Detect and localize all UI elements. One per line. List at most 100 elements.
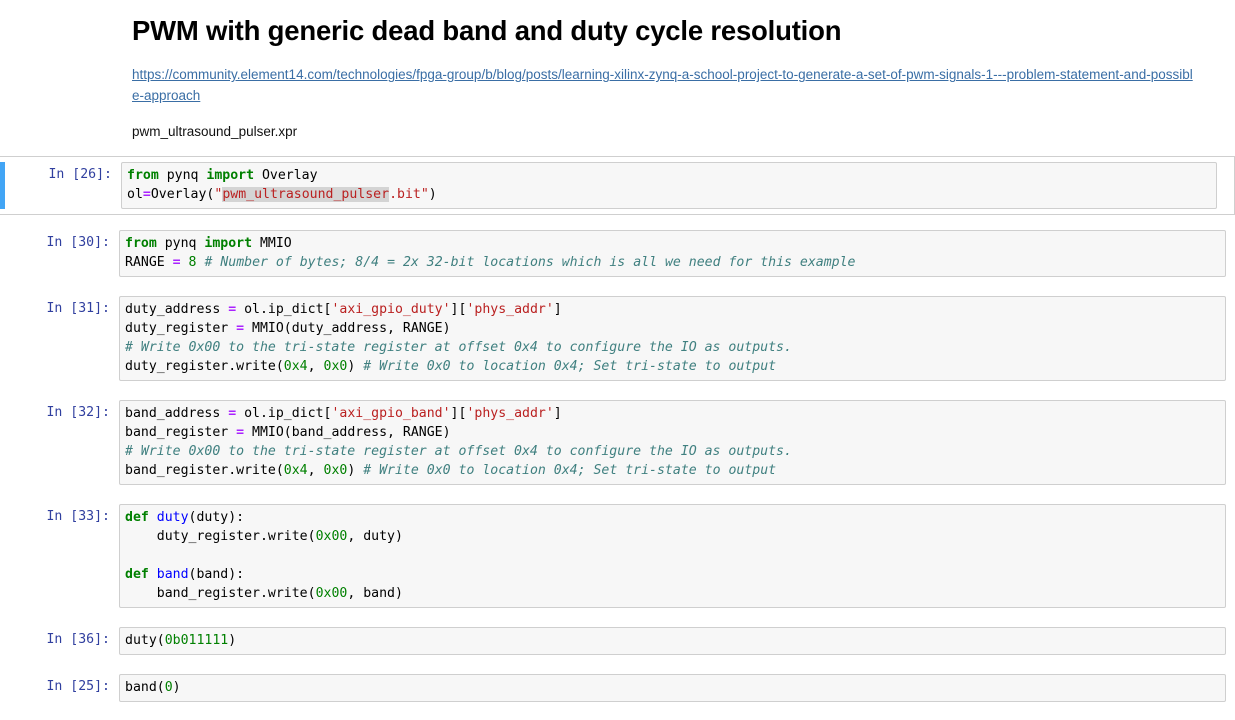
code-token: ol.ip_dict[ [236, 406, 332, 422]
cell-source-code[interactable]: duty(0b011111) [125, 631, 1221, 650]
code-token: , band) [347, 586, 403, 602]
code-cell[interactable]: In [25]: band(0) [0, 668, 1235, 709]
code-token: 0x4 [283, 359, 308, 375]
code-token: 0 [164, 680, 173, 696]
code-token: 0x00 [315, 529, 348, 545]
code-token: 'axi_gpio_band' [331, 406, 451, 422]
code-token: band_register [125, 425, 237, 441]
code-token: ) [347, 463, 364, 479]
code-token: = [236, 321, 245, 337]
code-token: duty( [125, 633, 165, 649]
cell-prompt-label: In [26]: [48, 167, 112, 183]
code-token: (band): [188, 567, 245, 583]
code-token: 8 [188, 255, 197, 271]
code-token: 0x4 [283, 463, 308, 479]
code-token: # Number of bytes; 8/4 = 2x 32-bit locat… [204, 255, 856, 271]
cell-prompt-label: In [33]: [46, 509, 110, 525]
code-token: = [142, 187, 151, 203]
code-token: 'phys_addr' [466, 302, 554, 318]
cell-prompt-label: In [31]: [46, 301, 110, 317]
code-token: import [204, 236, 253, 252]
code-token: import [206, 168, 255, 184]
code-token: band_register.write( [125, 463, 284, 479]
cell-prompt-label: In [36]: [46, 632, 110, 648]
code-token: # Write 0x0 to location 0x4; Set tri-sta… [363, 463, 777, 479]
code-cell[interactable]: In [30]: from pynq import MMIO RANGE = 8 … [0, 224, 1235, 284]
cell-prompt-label: In [32]: [46, 405, 110, 421]
cell-input-area[interactable]: def duty(duty): duty_register.write(0x00… [119, 504, 1226, 609]
code-token: ] [553, 406, 562, 422]
code-token: MMIO [259, 236, 292, 252]
code-token [149, 510, 157, 525]
code-token: pynq [156, 236, 205, 252]
code-token: ol [127, 187, 143, 203]
cell-input-area[interactable]: from pynq import Overlay ol=Overlay("pwm… [121, 162, 1217, 210]
code-token: # Write 0x0 to location 0x4; Set tri-sta… [363, 359, 777, 375]
code-token: 0x00 [315, 586, 348, 602]
code-token [149, 567, 157, 582]
code-cell[interactable]: In [32]: band_address = ol.ip_dict['axi_g… [0, 394, 1235, 492]
code-token: ] [553, 302, 562, 318]
code-token: RANGE [125, 255, 173, 271]
code-cell[interactable]: In [26]: from pynq import Overlay ol=Over… [0, 156, 1235, 216]
code-token: duty_register [125, 321, 237, 337]
code-token: .bit" [389, 187, 429, 203]
markdown-cell[interactable]: PWM with generic dead band and duty cycl… [0, 14, 1235, 142]
code-token: 'axi_gpio_duty' [331, 302, 451, 318]
code-token: , [307, 359, 324, 375]
code-token: ][ [450, 302, 467, 318]
cell-prompt-label: In [25]: [46, 679, 110, 695]
cell-source-code[interactable]: from pynq import MMIO RANGE = 8 # Number… [125, 234, 1221, 272]
cell-input-area[interactable]: duty(0b011111) [119, 627, 1226, 656]
cell-source-code[interactable]: from pynq import Overlay ol=Overlay("pwm… [127, 166, 1212, 204]
code-token: band_register.write( [125, 586, 316, 602]
code-token: , [307, 463, 324, 479]
cell-input-area[interactable]: from pynq import MMIO RANGE = 8 # Number… [119, 230, 1226, 278]
code-token: duty_address [125, 302, 229, 318]
code-token: 0b011111 [164, 633, 229, 649]
code-token: ][ [450, 406, 467, 422]
code-token: pynq [158, 168, 207, 184]
code-token: band( [125, 680, 165, 696]
cell-source-code[interactable]: band_address = ol.ip_dict['axi_gpio_band… [125, 404, 1221, 480]
code-token: ) [172, 680, 181, 696]
blog-post-link[interactable]: https://community.element14.com/technolo… [132, 67, 1193, 104]
code-token: (duty): [188, 510, 245, 526]
code-token [181, 255, 189, 270]
cell-source-code[interactable]: duty_address = ol.ip_dict['axi_gpio_duty… [125, 300, 1221, 376]
code-token: Overlay( [150, 187, 215, 203]
code-cell[interactable]: In [33]: def duty(duty): duty_register.wr… [0, 498, 1235, 615]
code-token: , duty) [347, 529, 403, 545]
code-token: 0x0 [323, 463, 348, 479]
code-token: 0x0 [323, 359, 348, 375]
cell-input-area[interactable]: band_address = ol.ip_dict['axi_gpio_band… [119, 400, 1226, 486]
code-token: from [125, 236, 157, 252]
cell-input-area[interactable]: band(0) [119, 674, 1226, 703]
cell-source-code[interactable]: def duty(duty): duty_register.write(0x00… [125, 508, 1221, 603]
code-token: " [214, 187, 223, 203]
code-token: = [172, 255, 181, 271]
code-token: MMIO(duty_address, RANGE) [252, 321, 451, 337]
cell-prompt-label: In [30]: [46, 235, 110, 251]
code-token: duty_register.write( [125, 529, 316, 545]
code-token: MMIO(band_address, RANGE) [252, 425, 451, 441]
code-cell-list: In [26]: from pynq import Overlay ol=Over… [0, 156, 1235, 709]
code-token: ) [347, 359, 364, 375]
selected-cell-indicator [0, 162, 5, 210]
cell-source-code[interactable]: band(0) [125, 678, 1221, 697]
cell-input-area[interactable]: duty_address = ol.ip_dict['axi_gpio_duty… [119, 296, 1226, 382]
code-token: ) [428, 187, 437, 203]
code-token: band [156, 567, 189, 583]
code-token: def [125, 510, 149, 526]
code-token: 'phys_addr' [466, 406, 554, 422]
code-token: = [228, 302, 237, 318]
code-token: ) [228, 633, 237, 649]
code-cell[interactable]: In [31]: duty_address = ol.ip_dict['axi_g… [0, 290, 1235, 388]
project-file-name: pwm_ultrasound_pulser.xpr [132, 124, 298, 140]
code-token: ol.ip_dict[ [236, 302, 332, 318]
code-cell[interactable]: In [36]: duty(0b011111) [0, 621, 1235, 662]
code-token: pwm_ultrasound_pulser [222, 187, 390, 203]
page-title: PWM with generic dead band and duty cycl… [132, 15, 842, 46]
code-token: def [125, 567, 149, 583]
